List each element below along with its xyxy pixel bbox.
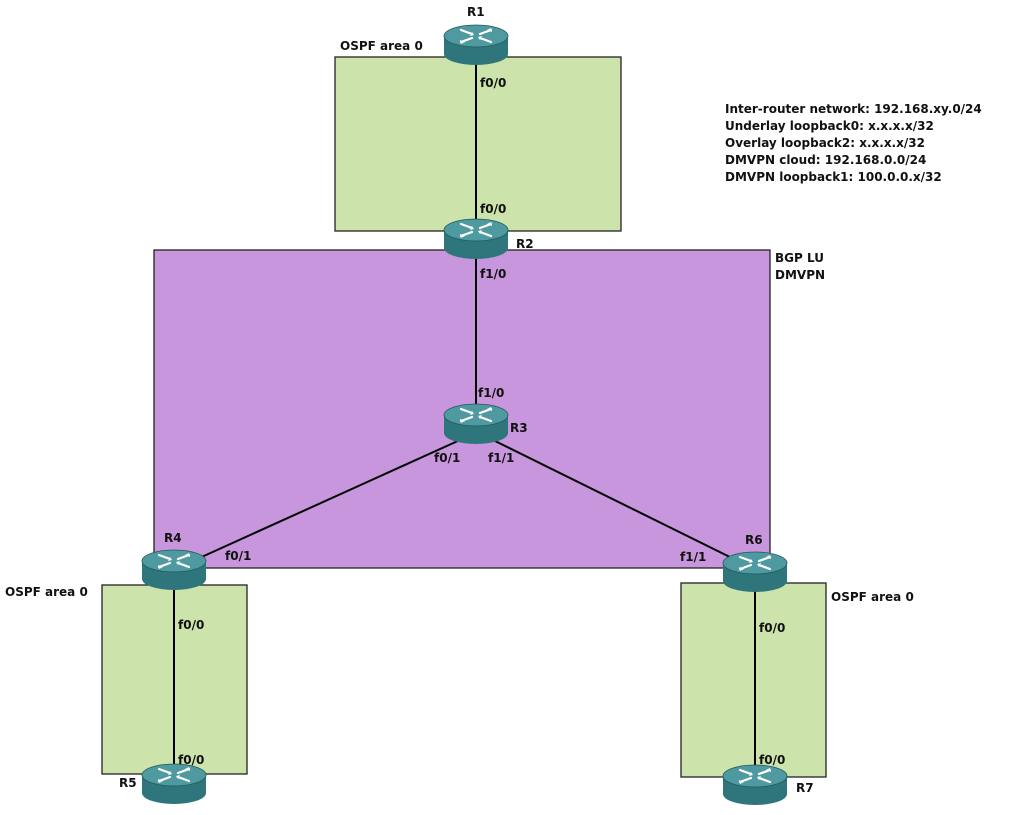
- r3-f11-label: f1/1: [488, 451, 515, 465]
- ospf-area-left-label: OSPF area 0: [5, 585, 88, 599]
- r5-f00-label: f0/0: [178, 753, 205, 767]
- link-r3-r6: [492, 439, 743, 564]
- note-dmvpn-loopback1: DMVPN loopback1: 100.0.0.x/32: [725, 170, 942, 184]
- note-underlay-loopback0: Underlay loopback0: x.x.x.x/32: [725, 119, 934, 133]
- bgp-area-label-line1: BGP LU: [775, 251, 824, 265]
- router-r6-label: R6: [745, 533, 763, 547]
- r7-f00-label: f0/0: [759, 753, 786, 767]
- router-r6-icon[interactable]: [721, 550, 789, 594]
- router-r1-label: R1: [467, 5, 485, 19]
- r6-f00-label: f0/0: [759, 621, 786, 635]
- router-r7-icon[interactable]: [721, 763, 789, 807]
- r3-f01-label: f0/1: [434, 451, 461, 465]
- note-dmvpn-cloud: DMVPN cloud: 192.168.0.0/24: [725, 153, 927, 167]
- r6-f11-label: f1/1: [680, 550, 707, 564]
- ospf-area-right-box: [680, 582, 827, 778]
- ospf-area-right-label: OSPF area 0: [831, 590, 914, 604]
- note-overlay-loopback2: Overlay loopback2: x.x.x.x/32: [725, 136, 925, 150]
- r3-f10-label: f1/0: [478, 386, 505, 400]
- bgp-area-label-line2: DMVPN: [775, 268, 826, 282]
- r4-f01-label: f0/1: [225, 549, 252, 563]
- router-r5-icon[interactable]: [140, 762, 208, 806]
- ospf-area-top-label: OSPF area 0: [340, 39, 423, 53]
- router-r3-label: R3: [510, 421, 528, 435]
- router-r2-label: R2: [516, 237, 534, 251]
- router-r5-label: R5: [119, 776, 137, 790]
- ospf-area-top-box: [334, 56, 622, 232]
- router-r4-icon[interactable]: [140, 548, 208, 592]
- router-r1-icon[interactable]: [442, 23, 510, 67]
- router-r7-label: R7: [796, 781, 814, 795]
- router-r2-icon[interactable]: [442, 217, 510, 261]
- link-r3-r4: [194, 439, 461, 561]
- r1-f00-label: f0/0: [480, 76, 507, 90]
- note-inter-router-network: Inter-router network: 192.168.xy.0/24: [725, 102, 982, 116]
- r4-f00-label: f0/0: [178, 618, 205, 632]
- router-r3-icon[interactable]: [442, 402, 510, 446]
- r2-f00-label: f0/0: [480, 202, 507, 216]
- r2-f10-label: f1/0: [480, 267, 507, 281]
- addressing-notes: Inter-router network: 192.168.xy.0/24 Un…: [725, 101, 982, 186]
- router-r4-label: R4: [164, 531, 182, 545]
